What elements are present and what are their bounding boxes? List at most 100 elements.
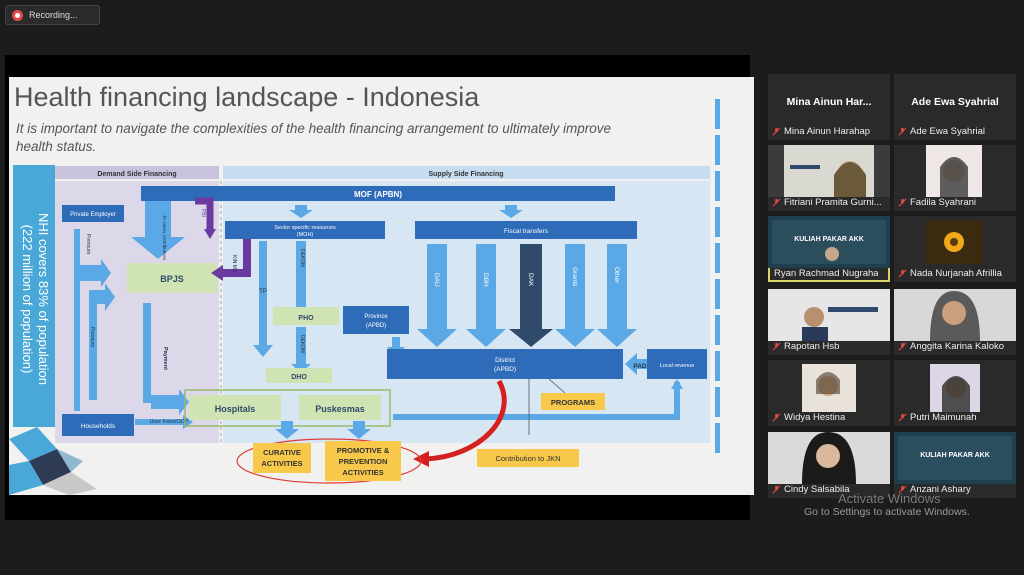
screen-share-area: NHI covers 83% of population (222 millio… — [5, 55, 754, 520]
fiscal-transfers-box — [415, 221, 637, 239]
user-fees-label: User Fees/OOP — [149, 419, 188, 425]
puskesmas-label: Puskesmas — [315, 404, 365, 414]
muted-mic-icon — [772, 127, 781, 136]
district-label-1: District — [495, 357, 515, 364]
jkn-label: Contribution to JKN — [495, 454, 560, 463]
participant-name: Fitriani Pramita Gurni... — [784, 197, 882, 208]
curative-label-1: CURATIVE — [263, 448, 301, 457]
muted-mic-icon — [898, 342, 907, 351]
hospitals-box — [189, 395, 281, 420]
muted-mic-icon — [898, 413, 907, 422]
mof-label: MOF (APBN) — [354, 190, 402, 199]
district-box — [387, 349, 623, 379]
households-box — [62, 414, 134, 436]
health-financing-diagram: NHI covers 83% of population (222 millio… — [9, 99, 720, 495]
slide-subtitle: It is important to navigate the complexi… — [16, 121, 612, 154]
tp-label: TP — [259, 289, 267, 295]
pho-label: PHO — [298, 315, 314, 322]
supply-side-header: Supply Side Financing — [428, 171, 503, 178]
nhi-panel — [13, 165, 55, 427]
muted-mic-icon — [898, 485, 907, 494]
participant-name: Mina Ainun Harahap — [784, 126, 871, 137]
participant-video — [894, 145, 1016, 197]
sector-label-1: Sector specific resources — [274, 225, 336, 231]
muted-mic-icon — [772, 485, 781, 494]
dho-box — [266, 368, 332, 383]
participant-name: Fadila Syahrani — [910, 197, 977, 208]
mof-to-bpjs-arrow — [131, 201, 185, 259]
bpjs-box — [127, 263, 217, 293]
muted-mic-icon — [898, 198, 907, 207]
participant-tile[interactable]: Mina Ainun Har... Mina Ainun Harahap — [768, 74, 890, 140]
participant-tile[interactable]: Anggita Karina Kaloko — [894, 289, 1016, 355]
participant-tile[interactable]: Fadila Syahrani — [894, 145, 1016, 211]
mof-box — [141, 186, 615, 201]
dau-label: DAU — [433, 273, 440, 287]
participant-video — [768, 432, 890, 484]
province-label-2: (APBD) — [366, 323, 386, 329]
payment-label: Payment — [162, 347, 168, 370]
curative-box — [253, 443, 311, 473]
participant-name: Rapotan Hsb — [784, 341, 840, 352]
jk-salary-label: JK salary contributions — [162, 215, 167, 261]
demand-side-header: Demand Side Financing — [97, 171, 176, 178]
pad-label: PAD — [633, 363, 647, 370]
muted-mic-icon — [772, 198, 781, 207]
district-label-2: (APBD) — [494, 366, 516, 373]
pbi-label: PBI — [200, 209, 206, 217]
participant-tile[interactable]: Widya Hestina — [768, 360, 890, 426]
participant-name: Anzani Ashary — [910, 484, 971, 495]
premium-label-bottom: Premium — [89, 327, 95, 347]
participant-video — [768, 289, 890, 341]
participant-display-name: KULIAH PAKAR AKK — [794, 236, 864, 243]
moh-box — [225, 221, 385, 239]
slide-title: Health financing landscape - Indonesia — [14, 82, 480, 112]
participant-tile[interactable]: Rapotan Hsb — [768, 289, 890, 355]
participant-name: Ade Ewa Syahrial — [910, 126, 985, 137]
curative-label-2: ACTIVITIES — [261, 459, 302, 468]
private-employer-box — [62, 205, 124, 222]
activities-highlight — [236, 438, 422, 484]
programs-label: PROGRAMS — [551, 398, 595, 407]
participant-display-name: Mina Ainun Har... — [786, 96, 872, 108]
recording-indicator[interactable]: Recording... — [5, 5, 100, 25]
participant-tile[interactable]: Fitriani Pramita Gurni... — [768, 145, 890, 211]
participant-video — [894, 216, 1016, 268]
bpjs-label: BPJS — [160, 274, 184, 284]
dekon-label-1: DEKON — [299, 249, 305, 267]
dak-label: DAK — [527, 273, 534, 287]
dekon-label-2: DEKON — [299, 335, 305, 353]
premium-label-top: Premium — [85, 234, 91, 254]
participant-tile[interactable]: Ade Ewa Syahrial Ade Ewa Syahrial — [894, 74, 1016, 140]
participant-tile[interactable]: Nada Nurjanah Afrillia — [894, 216, 1016, 282]
participant-tile-active-speaker[interactable]: KULIAH PAKAR AKK Ryan Rachmad Nugraha ..… — [768, 216, 890, 282]
participant-display-name: Ade Ewa Syahrial — [911, 96, 999, 108]
participant-name: Nada Nurjanah Afrillia — [910, 268, 1002, 279]
participant-video — [894, 360, 1016, 412]
promotive-label-2: PREVENTION — [339, 457, 388, 466]
nhi-coverage-text: NHI covers 83% of population — [36, 213, 51, 385]
participant-tile[interactable]: KULIAH PAKAR AKK Anzani Ashary — [894, 432, 1016, 498]
participant-video — [768, 216, 890, 268]
slide-side-tabs — [715, 99, 720, 453]
private-employer-label: Private Employer — [70, 212, 116, 218]
participant-name: Widya Hestina — [784, 412, 846, 423]
participant-tile[interactable]: Putri Maimunah — [894, 360, 1016, 426]
presentation-slide: NHI covers 83% of population (222 millio… — [9, 77, 754, 495]
participant-tile[interactable]: Cindy Salsabila — [768, 432, 890, 498]
other-label: Other — [613, 267, 620, 284]
kin-mu-label: KIN MU — [231, 255, 237, 273]
muted-mic-icon — [772, 413, 781, 422]
muted-mic-icon — [898, 269, 907, 278]
participant-video — [894, 289, 1016, 341]
dbh-label: DBH — [482, 273, 489, 287]
local-revenue-label: Local revenue — [660, 363, 695, 369]
participant-name: Putri Maimunah — [910, 412, 977, 423]
promotive-label-1: PROMOTIVE & — [337, 446, 390, 455]
supply-header-bar — [223, 166, 710, 179]
decorative-cubes — [9, 427, 97, 495]
recording-label: Recording... — [29, 10, 78, 20]
grants-label: Grants — [571, 267, 578, 287]
participant-name: Cindy Salsabila — [784, 484, 850, 495]
participant-video — [894, 432, 1016, 484]
